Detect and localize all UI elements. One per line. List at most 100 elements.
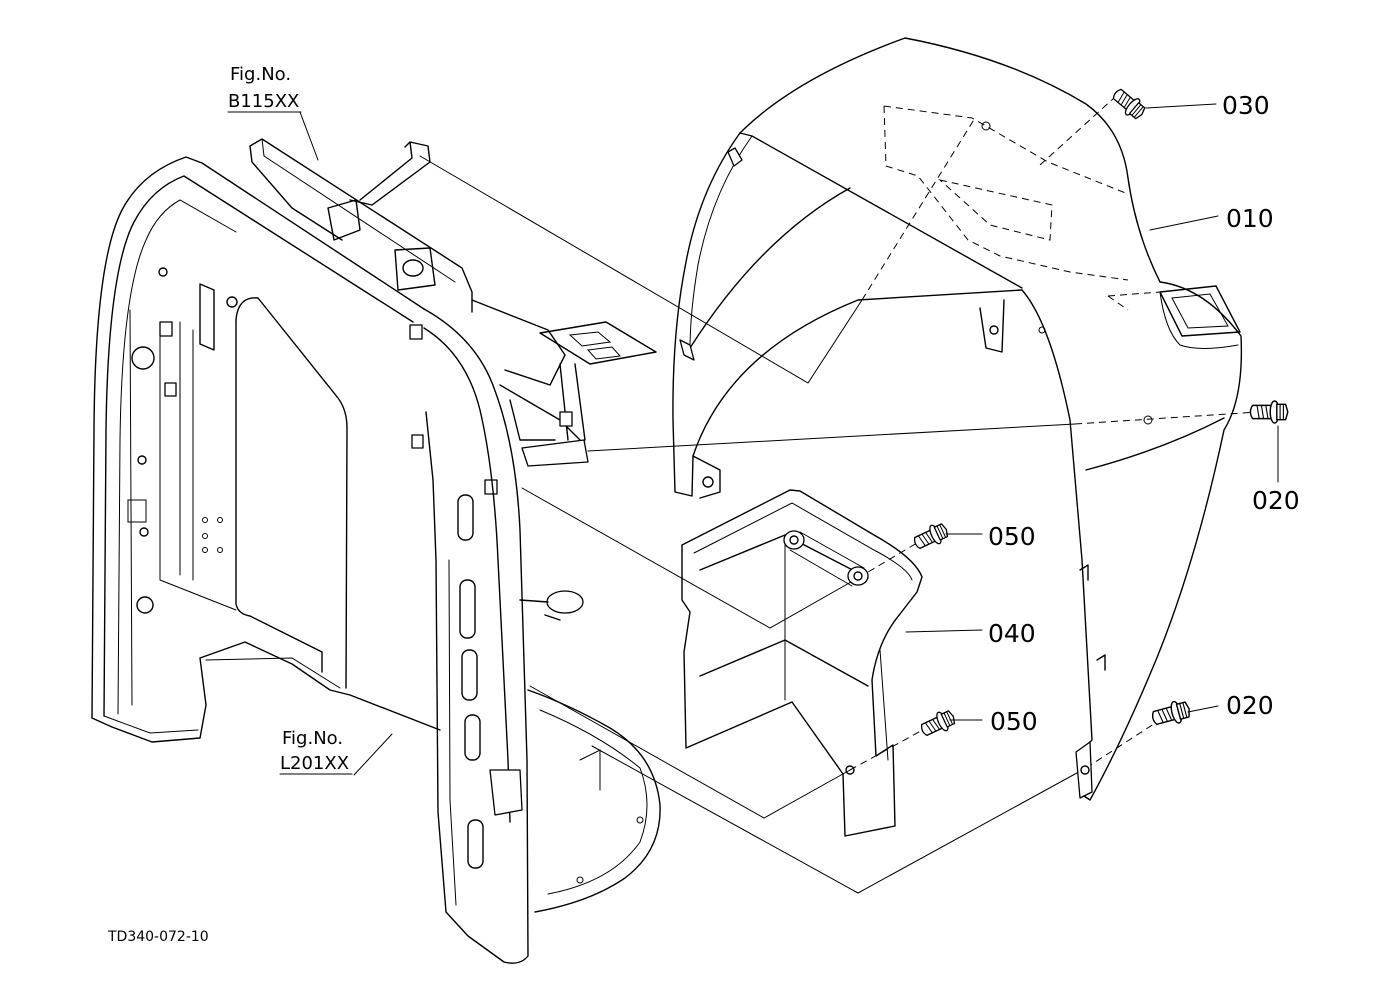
hood-nose-bottom bbox=[1085, 417, 1225, 471]
hood-hidden-detail bbox=[883, 105, 1129, 281]
hood bbox=[672, 37, 1243, 801]
hood-tab bbox=[679, 339, 695, 361]
assembly-line-hidden bbox=[849, 726, 929, 771]
fig-caption-upper: Fig.No. bbox=[230, 64, 291, 85]
side-rail-inner bbox=[448, 559, 457, 906]
inner-panel-boss-hole bbox=[853, 571, 863, 581]
leader-010 bbox=[1149, 215, 1219, 231]
frame-hole bbox=[202, 533, 208, 539]
inner-panel-flange bbox=[693, 502, 913, 581]
bracket-plate bbox=[539, 321, 657, 365]
frame-bottom-edge bbox=[103, 657, 341, 734]
hood-tab bbox=[979, 299, 1005, 353]
bracket-strap bbox=[349, 141, 431, 206]
hood-inner-arch bbox=[689, 187, 851, 349]
frame-hole bbox=[217, 547, 223, 553]
leader-040 bbox=[905, 629, 983, 633]
frame-nut bbox=[409, 324, 423, 340]
frame-rabbet bbox=[117, 199, 237, 715]
side-rail-back bbox=[425, 411, 447, 913]
frame-slot bbox=[199, 283, 215, 351]
hood-inner-arch bbox=[692, 289, 1023, 457]
hood-tab bbox=[692, 455, 721, 499]
bracket-nut bbox=[559, 411, 573, 427]
frame-inner-face bbox=[235, 297, 348, 689]
side-rail-slot bbox=[467, 819, 484, 869]
side-rail-slot bbox=[457, 494, 474, 541]
callout-010: 010 bbox=[1226, 204, 1274, 233]
hood-left-inner bbox=[689, 135, 753, 351]
side-rail-slot bbox=[464, 714, 481, 761]
assembly-line-hidden bbox=[861, 117, 976, 301]
assembly-line bbox=[529, 685, 851, 819]
bracket-box bbox=[327, 199, 361, 241]
front-frame bbox=[91, 156, 661, 964]
assembly-lines bbox=[419, 97, 1259, 894]
hood-front-opening bbox=[1159, 285, 1241, 337]
frame-hole bbox=[137, 455, 147, 465]
frame-hole bbox=[158, 267, 168, 277]
frame-hole bbox=[131, 346, 155, 370]
hood-hole bbox=[1038, 326, 1046, 334]
hood-hidden-detail bbox=[938, 179, 1053, 241]
bracket-leg bbox=[509, 363, 586, 441]
frame-inner-face-lower bbox=[235, 319, 323, 673]
hood-hole bbox=[1143, 415, 1153, 425]
frame-nut bbox=[159, 321, 173, 337]
leader-lines bbox=[299, 103, 1279, 776]
side-rail-knob bbox=[546, 590, 584, 614]
frame-hole bbox=[202, 547, 208, 553]
callout-040: 040 bbox=[988, 619, 1036, 648]
hood-tab bbox=[727, 147, 743, 167]
inner-panel-boss bbox=[847, 566, 869, 586]
bracket-hole bbox=[402, 259, 424, 277]
callout-030: 030 bbox=[1222, 91, 1270, 120]
frame-hole bbox=[136, 596, 154, 614]
fig-number-lower: L201XX bbox=[280, 753, 349, 774]
hood-right-inner bbox=[1021, 289, 1093, 747]
inner-panel-rib bbox=[789, 531, 865, 587]
frame-mesh bbox=[127, 499, 147, 523]
frame-hole bbox=[217, 517, 223, 523]
inner-panel-groove bbox=[699, 639, 869, 687]
bracket-foot bbox=[521, 439, 589, 467]
side-rail-outline bbox=[423, 308, 529, 964]
base-plate-edge bbox=[539, 709, 648, 895]
hood-tab-hole bbox=[989, 325, 999, 335]
assembly-line-hidden bbox=[1085, 719, 1161, 769]
side-rail-knob-stem bbox=[519, 599, 561, 621]
bolt-020-upper bbox=[1249, 400, 1289, 424]
inner-panel-hole bbox=[845, 765, 855, 775]
assembly-line bbox=[591, 745, 1087, 894]
frame-nut bbox=[411, 434, 424, 449]
base-plate-hole bbox=[636, 816, 644, 824]
bolt-020-lower bbox=[1149, 697, 1193, 730]
frame-outline bbox=[91, 156, 425, 719]
side-rail-front bbox=[423, 327, 511, 823]
bolt-030 bbox=[1108, 84, 1149, 123]
hood-outline bbox=[739, 37, 1243, 801]
bracket-boss bbox=[394, 247, 436, 291]
hood-lower-tab-hole bbox=[1080, 765, 1090, 775]
upper-bracket bbox=[249, 138, 657, 467]
leader-fig-upper bbox=[299, 111, 319, 161]
hood-nose-contour bbox=[1159, 291, 1239, 349]
frame-hole bbox=[202, 517, 208, 523]
callout-050-upper: 050 bbox=[988, 522, 1036, 551]
side-rail-clip bbox=[489, 769, 523, 816]
base-plate bbox=[527, 689, 661, 913]
hood-lower-tab bbox=[1075, 741, 1093, 799]
frame-hole bbox=[226, 296, 238, 308]
hood-front-opening-inner bbox=[1171, 293, 1229, 329]
hood-hidden-detail bbox=[1107, 291, 1161, 311]
assembly-line-hidden bbox=[1074, 411, 1259, 425]
bolt-050-lower bbox=[917, 706, 959, 741]
hood-clip bbox=[1079, 564, 1106, 671]
leader-030 bbox=[1145, 103, 1217, 109]
callout-020-upper: 020 bbox=[1252, 486, 1300, 515]
bolt-050-upper bbox=[910, 519, 952, 554]
callout-020-lower: 020 bbox=[1226, 691, 1274, 720]
frame-edge bbox=[103, 175, 414, 717]
hood-rim bbox=[739, 132, 1023, 289]
